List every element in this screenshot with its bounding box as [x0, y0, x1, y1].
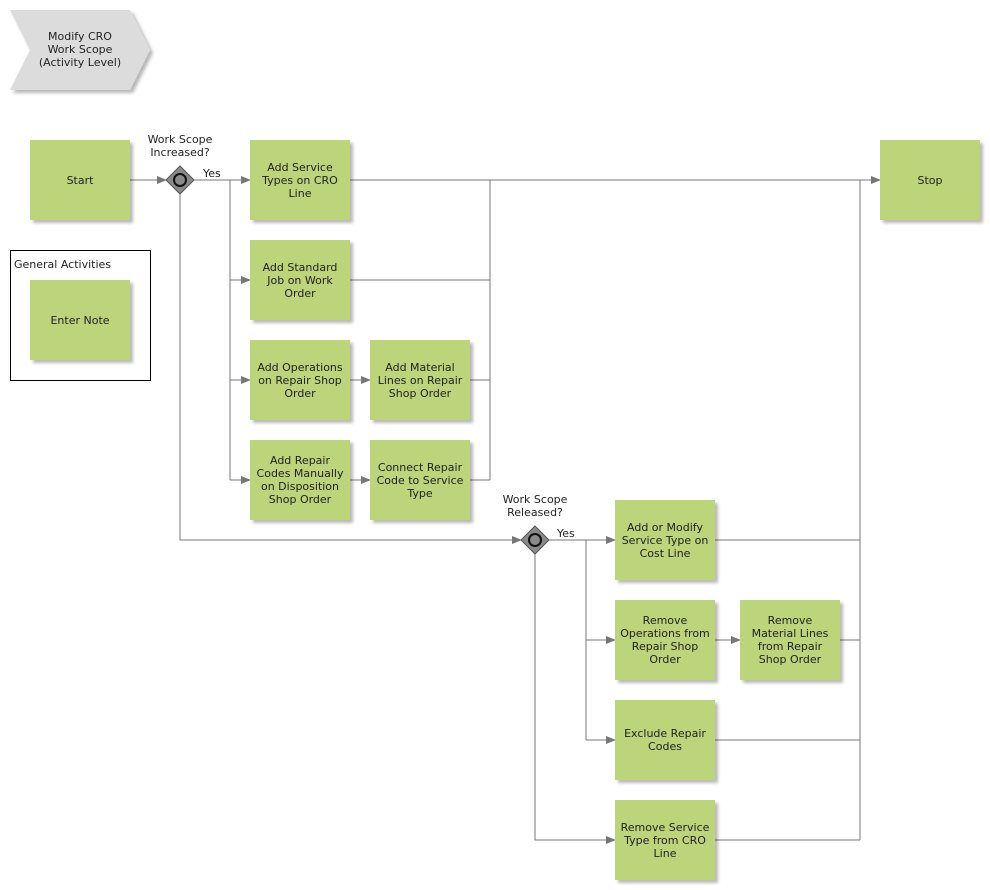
header-title-line: Modify CRO Work Scope (Activity Level) — [38, 30, 122, 69]
stop-node[interactable]: Stop — [880, 140, 980, 220]
group-title: General Activities — [14, 258, 112, 271]
remove-service-type-node[interactable]: Remove Service Type from CRO Line — [615, 800, 715, 880]
add-standard-job-node[interactable]: Add Standard Job on Work Order — [250, 240, 350, 320]
start-node[interactable]: Start — [30, 140, 130, 220]
decision-yes-released: Yes — [557, 527, 575, 540]
connectors — [130, 176, 881, 844]
exclude-repair-codes-node[interactable]: Exclude Repair Codes — [615, 700, 715, 780]
add-service-types-node[interactable]: Add Service Types on CRO Line — [250, 140, 350, 220]
decision-yes-increased: Yes — [203, 167, 221, 180]
header-title: Modify CRO Work Scope (Activity Level) — [20, 30, 140, 69]
enter-note-node[interactable]: Enter Note — [30, 280, 130, 360]
add-repair-codes-node[interactable]: Add Repair Codes Manually on Disposition… — [250, 440, 350, 520]
connect-repair-code-node[interactable]: Connect Repair Code to Service Type — [370, 440, 470, 520]
decision-gateway-increased — [165, 165, 195, 195]
add-operations-node[interactable]: Add Operations on Repair Shop Order — [250, 340, 350, 420]
decision-label-released: Work Scope Released? — [502, 493, 568, 519]
remove-material-lines-node[interactable]: Remove Material Lines from Repair Shop O… — [740, 600, 840, 680]
header-chevron — [10, 10, 150, 90]
decision-label-increased: Work Scope Increased? — [147, 133, 213, 159]
add-modify-service-type-node[interactable]: Add or Modify Service Type on Cost Line — [615, 500, 715, 580]
decision-gateway-released — [520, 525, 550, 555]
add-material-lines-node[interactable]: Add Material Lines on Repair Shop Order — [370, 340, 470, 420]
remove-operations-node[interactable]: Remove Operations from Repair Shop Order — [615, 600, 715, 680]
